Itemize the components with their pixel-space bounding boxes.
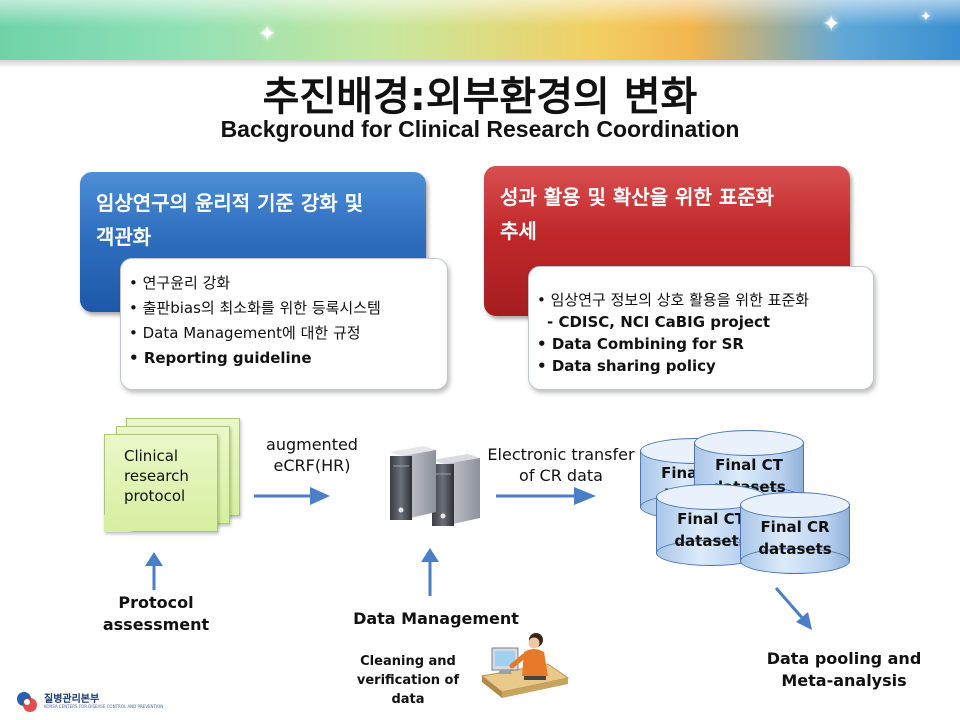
bullet-item: • 연구윤리 강화 bbox=[129, 274, 231, 292]
sparkle-icon: ✦ bbox=[258, 22, 277, 47]
sparkle-icon: ✦ bbox=[920, 9, 932, 25]
protocol-document-icon bbox=[104, 434, 218, 532]
data-management-label: Data Management bbox=[353, 609, 519, 628]
cleaning-verification-label: Cleaning and verification of data bbox=[356, 654, 460, 707]
diagonal-arrow-icon bbox=[774, 587, 812, 630]
data-pooling-label: Data pooling and Meta-analysis bbox=[766, 649, 922, 690]
bullet-item: • 출판bias의 최소화를 위한 등록시스템 bbox=[129, 299, 381, 317]
page-subtitle: Background for Clinical Research Coordin… bbox=[220, 116, 740, 142]
page-title: 추진배경:외부환경의 변화 bbox=[262, 74, 698, 120]
header-band bbox=[0, 0, 960, 60]
server-icon bbox=[390, 446, 480, 526]
document-fold-icon bbox=[104, 510, 134, 532]
left-heading-line1: 임상연구의 윤리적 기준 강화 및 bbox=[96, 191, 364, 215]
bullet-item: • Data Management에 대한 규정 bbox=[129, 324, 361, 342]
left-bullet-box: • 연구윤리 강화 • 출판bias의 최소화를 위한 등록시스템 • Data… bbox=[120, 258, 448, 390]
left-heading-line2: 객관화 bbox=[96, 225, 152, 249]
right-heading-line2: 추세 bbox=[500, 219, 537, 243]
electronic-transfer-label: Electronic transfer of CR data bbox=[487, 445, 635, 485]
protocol-document-label: Clinical research protocol bbox=[124, 447, 189, 505]
header-shadow bbox=[0, 60, 960, 68]
right-bullet-box: • 임상연구 정보의 상호 활용을 위한 표준화 - CDISC, NCI Ca… bbox=[528, 266, 874, 390]
person-at-computer-icon bbox=[480, 633, 570, 698]
right-arrow-icon bbox=[496, 487, 596, 505]
up-arrow-icon bbox=[145, 552, 163, 590]
up-arrow-icon bbox=[421, 548, 439, 596]
bullet-item: • Reporting guideline bbox=[129, 349, 312, 367]
org-subtitle: KOREA CENTERS FOR DISEASE CONTROL AND PR… bbox=[44, 704, 164, 709]
cdc-logo-icon bbox=[17, 692, 37, 712]
sparkle-icon: ✦ bbox=[822, 12, 841, 37]
protocol-assessment-label: Protocol assessment bbox=[102, 593, 210, 634]
bullet-item: • Data Combining for SR bbox=[537, 335, 744, 353]
augmented-ecrf-label: augmented eCRF(HR) bbox=[266, 435, 358, 475]
bullet-item: • 임상연구 정보의 상호 활용을 위한 표준화 bbox=[537, 291, 810, 309]
org-name: 질병관리본부 bbox=[44, 694, 100, 705]
right-arrow-icon bbox=[254, 487, 330, 505]
bullet-item: - CDISC, NCI CaBIG project bbox=[547, 313, 771, 331]
right-heading-line1: 성과 활용 및 확산을 위한 표준화 bbox=[500, 185, 775, 209]
bullet-item: • Data sharing policy bbox=[537, 357, 716, 375]
